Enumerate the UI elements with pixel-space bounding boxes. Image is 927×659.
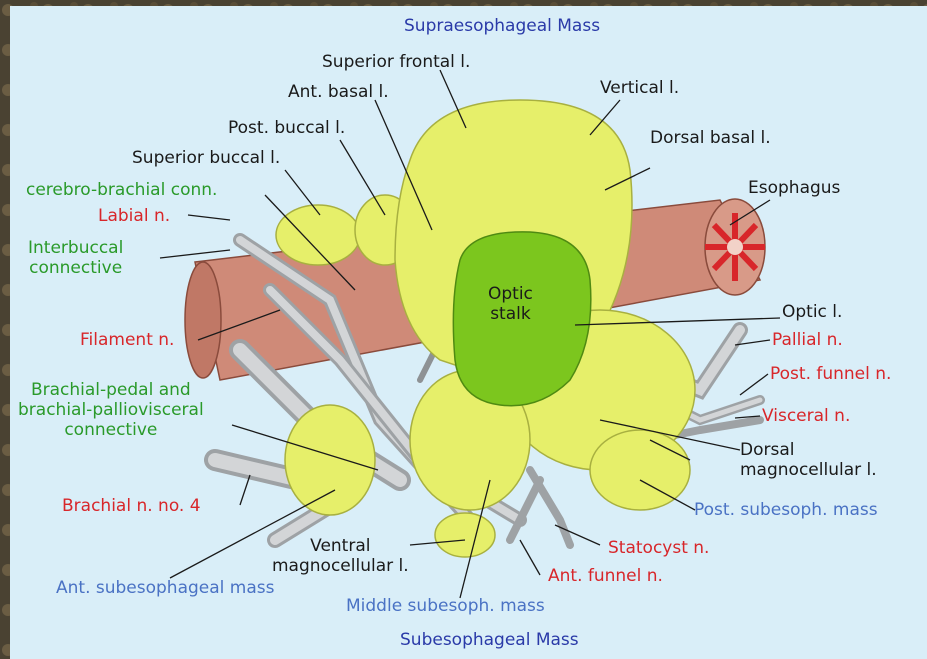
visceral-nerve-label: Visceral n. — [762, 406, 850, 426]
superior-frontal-label: Superior frontal l. — [322, 52, 470, 72]
optic-lobe-label: Optic l. — [782, 302, 842, 322]
superior-buccal-label: Superior buccal l. — [132, 148, 280, 168]
ant-subesophageal-label: Ant. subesophageal mass — [56, 578, 275, 598]
labial-nerve-label: Labial n. — [98, 206, 170, 226]
dorsal-magnocellular-label: Dorsal magnocellular l. — [740, 440, 877, 480]
brachial-n4-label: Brachial n. no. 4 — [62, 496, 201, 516]
middle-subesoph-label: Middle subesoph. mass — [346, 596, 545, 616]
supraesophageal-title: Supraesophageal Mass — [404, 16, 600, 36]
post-buccal-label: Post. buccal l. — [228, 118, 345, 138]
optic-stalk-label: Optic stalk — [488, 284, 533, 324]
brachial-pedal-label: Brachial-pedal and brachial-pallioviscer… — [18, 380, 204, 440]
post-subesoph-label: Post. subesoph. mass — [694, 500, 878, 520]
statocyst-nerve-label: Statocyst n. — [608, 538, 709, 558]
vertical-lobe-label: Vertical l. — [600, 78, 679, 98]
filament-nerve-label: Filament n. — [80, 330, 174, 350]
esophagus-label: Esophagus — [748, 178, 840, 198]
post-funnel-label: Post. funnel n. — [770, 364, 891, 384]
pallial-nerve-label: Pallial n. — [772, 330, 843, 350]
ant-funnel-label: Ant. funnel n. — [548, 566, 663, 586]
dorsal-basal-label: Dorsal basal l. — [650, 128, 771, 148]
cerebro-brachial-label: cerebro-brachial conn. — [26, 180, 217, 200]
interbuccal-label: Interbuccal connective — [28, 238, 123, 278]
ant-basal-label: Ant. basal l. — [288, 82, 389, 102]
ventral-magnocellular-label: Ventral magnocellular l. — [272, 536, 409, 576]
subesophageal-title: Subesophageal Mass — [400, 630, 579, 650]
